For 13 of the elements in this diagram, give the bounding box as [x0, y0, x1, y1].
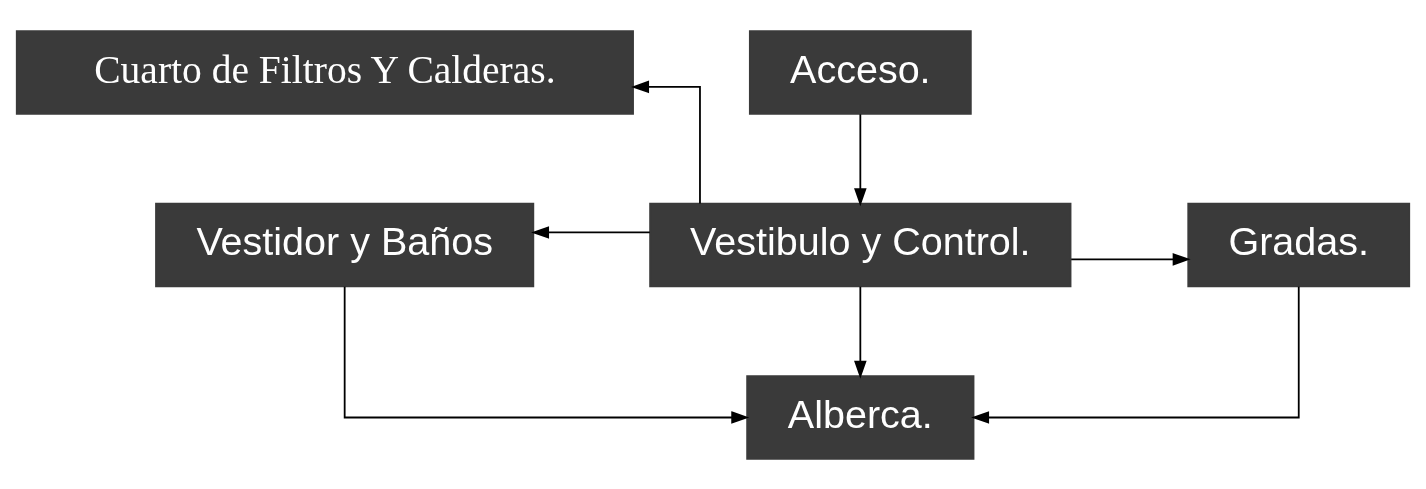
node-box: Alberca. [746, 374, 975, 460]
arrow [531, 225, 651, 239]
arrow [631, 80, 701, 204]
arrow [1070, 252, 1191, 266]
node-box: Cuarto de Filtros Y Calderas. [15, 29, 634, 115]
node-box: Gradas. [1187, 202, 1411, 287]
node-box: Acceso. [748, 29, 972, 115]
arrow [971, 285, 1300, 424]
node-box: Vestidor y Baños [155, 202, 535, 287]
arrow [854, 285, 867, 379]
arrow [343, 285, 750, 424]
arrow [854, 112, 867, 206]
node-box: Vestibulo y Control. [649, 202, 1072, 287]
